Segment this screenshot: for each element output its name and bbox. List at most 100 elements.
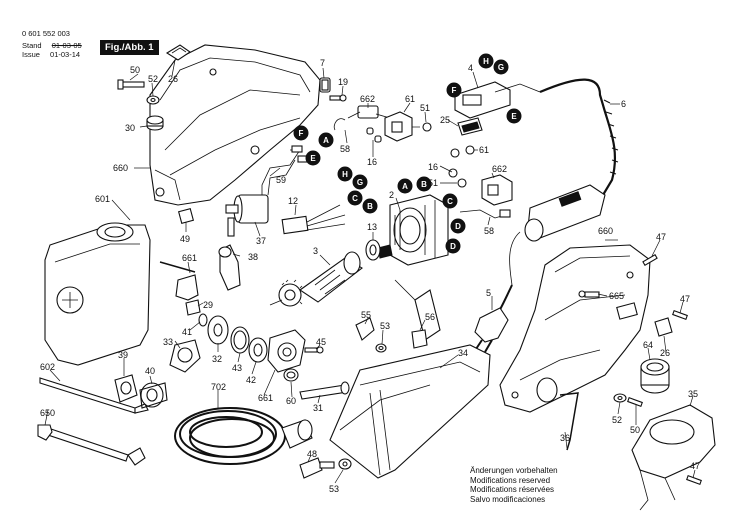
gear-housing-661 xyxy=(267,329,306,373)
label-49: 49 xyxy=(180,234,190,244)
svg-text:E: E xyxy=(511,112,517,121)
stand-label: Stand xyxy=(22,41,42,50)
capacitor-module xyxy=(509,184,606,286)
gear-33 xyxy=(169,339,201,373)
marker-stator-a: A xyxy=(397,178,413,194)
washer-52-bottom xyxy=(613,393,627,403)
armature-3 xyxy=(269,251,363,307)
marker-top-e: E xyxy=(506,108,522,124)
label-19: 19 xyxy=(338,77,348,87)
label-661a: 661 xyxy=(182,253,197,263)
label-662b: 662 xyxy=(492,164,507,174)
switch-part-7 xyxy=(319,77,331,93)
ring-13 xyxy=(365,239,381,261)
modifications-note: Änderungen vorbehalten Modifications res… xyxy=(470,466,558,504)
marker-mid-g: G xyxy=(352,174,368,190)
label-602: 602 xyxy=(40,362,55,372)
svg-text:E: E xyxy=(310,154,316,163)
brush-12 xyxy=(281,204,346,235)
label-47a: 47 xyxy=(656,232,666,242)
svg-text:H: H xyxy=(342,170,348,179)
marker-left-f: F xyxy=(293,125,309,141)
label-29: 29 xyxy=(203,300,213,310)
label-31: 31 xyxy=(313,403,323,413)
issue-date: 01-03-14 xyxy=(50,50,81,59)
wrench-650 xyxy=(37,424,146,466)
label-50: 50 xyxy=(130,65,140,75)
label-38: 38 xyxy=(248,252,258,262)
svg-text:F: F xyxy=(452,86,457,95)
washer-52-icon xyxy=(146,95,160,105)
label-60: 60 xyxy=(286,396,296,406)
label-42: 42 xyxy=(246,375,256,385)
gear-32 xyxy=(207,315,229,345)
power-cord-6 xyxy=(539,78,619,201)
wires-59 xyxy=(261,145,309,205)
svg-text:D: D xyxy=(455,222,461,231)
stator-2 xyxy=(377,194,449,266)
exhaust-64 xyxy=(640,358,670,394)
marker-left-e: E xyxy=(305,150,321,166)
label-56: 56 xyxy=(425,312,435,322)
label-45: 45 xyxy=(316,337,326,347)
label-50b: 50 xyxy=(630,425,640,435)
svg-text:G: G xyxy=(357,178,363,187)
label-650: 650 xyxy=(40,408,55,418)
label-16b: 16 xyxy=(428,162,438,172)
label-661b: 661 xyxy=(258,393,273,403)
switch-662-top xyxy=(333,105,391,131)
leader-lines xyxy=(44,59,696,484)
svg-text:F: F xyxy=(299,129,304,138)
label-37: 37 xyxy=(256,236,266,246)
washer-53-bottom xyxy=(338,458,352,470)
marker-mid-h: H xyxy=(337,166,353,182)
svg-text:G: G xyxy=(498,63,504,72)
svg-text:A: A xyxy=(323,136,329,145)
brush-38 xyxy=(218,244,241,291)
marker-mid-c: C xyxy=(347,190,363,206)
knob-48 xyxy=(299,457,335,479)
label-2: 2 xyxy=(389,190,394,200)
part-26-clip xyxy=(165,44,191,61)
connection-markers: H G F E A F E H G C B A B C D D xyxy=(293,53,522,254)
marker-mid-b: B xyxy=(362,198,378,214)
label-660b: 660 xyxy=(598,226,613,236)
mod-line-es: Salvo modificaciones xyxy=(470,494,546,504)
sole-plate-34 xyxy=(329,279,491,479)
issue-date-line: Issue 01-03-14 xyxy=(22,50,80,59)
marker-left-a: A xyxy=(318,132,334,148)
label-53b: 53 xyxy=(329,484,339,494)
issue-label: Issue xyxy=(22,50,40,59)
label-58a: 58 xyxy=(340,144,350,154)
knob-40 xyxy=(139,382,168,409)
bearing-42 xyxy=(248,337,268,363)
screw-51-top xyxy=(412,122,432,132)
brush-holder-37 xyxy=(225,194,269,237)
label-4: 4 xyxy=(468,63,473,73)
label-32: 32 xyxy=(212,354,222,364)
figure-badge: Fig./Abb. 1 xyxy=(100,40,159,55)
label-43: 43 xyxy=(232,363,242,373)
label-35: 35 xyxy=(688,389,698,399)
svg-text:D: D xyxy=(450,242,456,251)
mod-line-fr: Modifications réservées xyxy=(470,485,555,494)
marker-switch-d: D xyxy=(445,238,461,254)
terminals-16-top xyxy=(366,127,382,143)
label-25: 25 xyxy=(440,115,450,125)
ring-43 xyxy=(230,326,250,354)
stand-date-line: Stand 01-03-05 xyxy=(22,41,82,50)
label-12: 12 xyxy=(288,196,298,206)
shaft-31 xyxy=(299,381,350,400)
screw-19-icon xyxy=(329,94,347,102)
stand-date: 01-03-05 xyxy=(51,41,82,50)
screw-47-bottom xyxy=(686,475,702,485)
svg-text:C: C xyxy=(447,197,453,206)
bracket-661 xyxy=(159,261,199,301)
washer-53-mid xyxy=(375,343,387,353)
svg-text:A: A xyxy=(402,182,408,191)
bracket-61-top xyxy=(384,111,413,142)
dust-hose-702 xyxy=(174,407,313,465)
label-40: 40 xyxy=(145,366,155,376)
guard-36 xyxy=(559,392,579,451)
